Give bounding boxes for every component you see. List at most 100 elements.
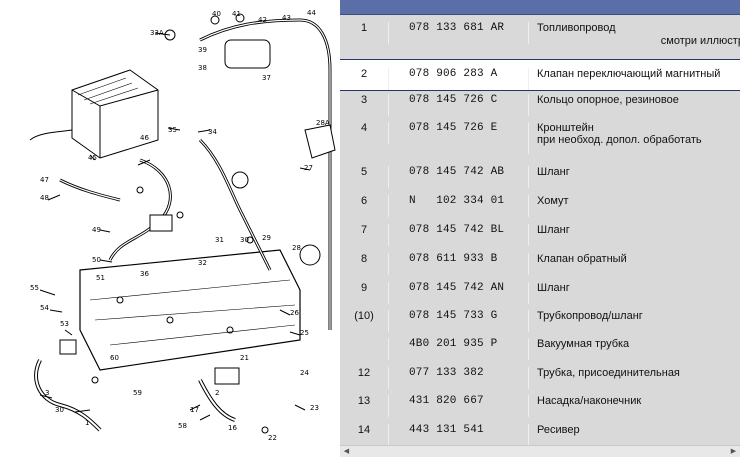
row-position: 3 xyxy=(360,94,368,106)
table-row[interactable]: 8 078 611 933 B Клапан обратный xyxy=(340,245,740,275)
row-position: 14 xyxy=(357,424,371,436)
callout-49: 49 xyxy=(92,226,101,234)
callout-27: 27 xyxy=(304,164,313,172)
row-part-number: 078 145 742 AB xyxy=(388,166,549,188)
callout-3: 3 xyxy=(45,389,49,397)
callout-42: 42 xyxy=(258,16,267,24)
callout-28A: 28A xyxy=(316,119,330,127)
callout-48: 48 xyxy=(40,194,49,202)
callout-21: 21 xyxy=(240,354,249,362)
row-description: Ресивер xyxy=(528,424,740,446)
callout-29: 29 xyxy=(262,234,271,242)
row-description: Вакуумная трубка xyxy=(528,338,740,360)
row-position: (10) xyxy=(354,310,374,322)
callout-24: 24 xyxy=(300,369,309,377)
table-row[interactable]: 6 N 102 334 01 Хомут xyxy=(340,187,740,217)
row-part-number: 078 145 742 AN xyxy=(388,282,549,304)
callout-31: 31 xyxy=(215,236,224,244)
exploded-view-drawing: 33A 40 41 42 43 44 39 38 37 46 35 34 45 … xyxy=(29,9,336,442)
table-row-selected[interactable]: 2 078 906 283 A Клапан переключающий маг… xyxy=(340,59,740,91)
callout-41: 41 xyxy=(232,10,241,18)
row-position: 7 xyxy=(360,224,368,236)
row-part-number: N 102 334 01 xyxy=(388,195,549,217)
row-description: Шланг xyxy=(528,224,740,246)
callout-54: 54 xyxy=(40,304,49,312)
row-description: Трубка, присоединительная xyxy=(528,367,740,389)
row-part-number: 4B0 201 935 P xyxy=(388,338,549,360)
callout-50: 50 xyxy=(92,256,101,264)
table-row[interactable]: 13 431 820 667 Насадка/наконечник xyxy=(340,387,740,417)
table-row[interactable]: 3 078 145 726 C Кольцо опорное, резиново… xyxy=(340,86,740,116)
callout-22: 22 xyxy=(268,434,277,442)
table-row[interactable]: 4B0 201 935 P Вакуумная трубка xyxy=(340,330,740,360)
callout-17: 17 xyxy=(190,406,199,414)
callout-55: 55 xyxy=(30,284,39,292)
callout-58: 58 xyxy=(178,422,187,430)
row-note: при необход. допол. обработать xyxy=(537,134,702,146)
callout-45: 45 xyxy=(88,154,97,162)
callout-59: 59 xyxy=(133,389,142,397)
row-part-number: 078 145 726 C xyxy=(388,94,549,116)
table-row[interactable]: 12 077 133 382 Трубка, присоединительная xyxy=(340,359,740,389)
row-part-number: 077 133 382 xyxy=(388,367,549,389)
row-position: 9 xyxy=(360,282,368,294)
row-position: 8 xyxy=(360,253,368,265)
row-position: 1 xyxy=(360,22,368,34)
table-row[interactable]: 7 078 145 742 BL Шланг xyxy=(340,216,740,246)
row-part-number: 431 820 667 xyxy=(388,395,549,417)
callout-33A: 33A xyxy=(150,29,164,37)
scroll-left-icon[interactable]: ◀ xyxy=(343,447,350,455)
row-part-number: 443 131 541 xyxy=(388,424,549,446)
callout-2: 2 xyxy=(215,389,219,397)
row-note: смотри иллюстр. xyxy=(660,35,740,47)
row-position: 2 xyxy=(360,68,368,80)
row-part-number: 078 611 933 B xyxy=(388,253,549,275)
parts-diagram: 33A 40 41 42 43 44 39 38 37 46 35 34 45 … xyxy=(0,0,340,457)
row-part-number: 078 145 733 G xyxy=(388,310,549,332)
callout-23: 23 xyxy=(310,404,319,412)
callout-37: 37 xyxy=(262,74,271,82)
row-part-number: 078 145 726 E xyxy=(388,122,549,144)
callout-1: 1 xyxy=(85,419,89,427)
table-row[interactable]: 14 443 131 541 Ресивер xyxy=(340,416,740,446)
row-description: Насадка/наконечник xyxy=(528,395,740,417)
callout-47: 47 xyxy=(40,176,49,184)
row-position: 12 xyxy=(357,367,371,379)
callout-39: 39 xyxy=(198,46,207,54)
horizontal-scrollbar[interactable]: ◀ ▶ xyxy=(340,445,740,457)
row-position: 5 xyxy=(360,166,368,178)
row-part-number: 078 145 742 BL xyxy=(388,224,549,246)
callout-43: 43 xyxy=(282,14,291,22)
row-position: 13 xyxy=(357,395,371,407)
callout-35: 35 xyxy=(168,126,177,134)
callout-38: 38 xyxy=(198,64,207,72)
callout-25: 25 xyxy=(300,329,309,337)
row-description: Клапан обратный xyxy=(528,253,740,275)
callout-60: 60 xyxy=(110,354,119,362)
row-position: 6 xyxy=(360,195,368,207)
row-description: Клапан переключающий магнитный xyxy=(528,68,740,90)
callout-36: 36 xyxy=(140,270,149,278)
table-row[interactable]: 9 078 145 742 AN Шланг xyxy=(340,274,740,304)
row-description: Трубкопровод/шланг xyxy=(528,310,740,332)
callout-28: 28 xyxy=(292,244,301,252)
row-description: Хомут xyxy=(528,195,740,217)
callout-32: 32 xyxy=(198,259,207,267)
callout-53: 53 xyxy=(60,320,69,328)
callout-30: 30 xyxy=(240,236,249,244)
table-row[interactable]: (10) 078 145 733 G Трубкопровод/шланг xyxy=(340,302,740,332)
row-part-number: 078 133 681 AR xyxy=(388,22,549,44)
scroll-right-icon[interactable]: ▶ xyxy=(730,447,737,455)
callout-44: 44 xyxy=(307,9,316,17)
callout-34: 34 xyxy=(208,128,217,136)
table-row[interactable]: 5 078 145 742 AB Шланг xyxy=(340,158,740,188)
callout-30b: 30 xyxy=(55,406,64,414)
row-description: Шланг xyxy=(528,282,740,304)
callout-16: 16 xyxy=(228,424,237,432)
callout-51: 51 xyxy=(96,274,105,282)
row-part-number: 078 906 283 A xyxy=(388,68,549,90)
